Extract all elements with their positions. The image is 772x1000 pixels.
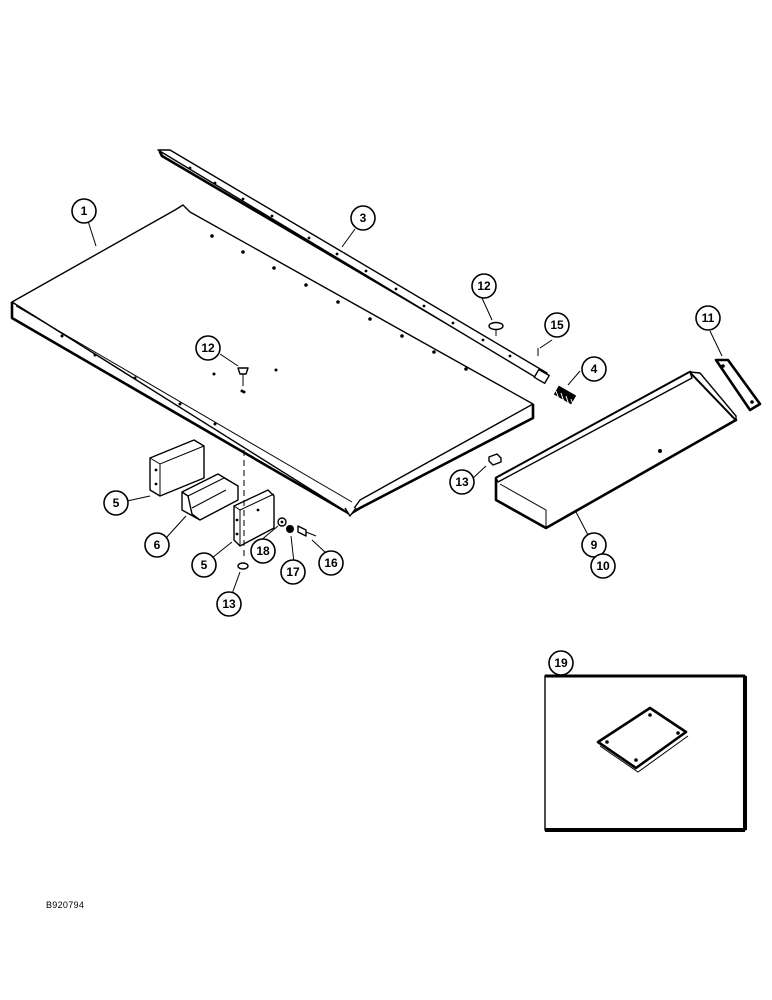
callout-5-upper: 5 [103,490,129,516]
callout-13-right-label: 13 [455,475,469,489]
callout-5-lower-label: 5 [201,558,208,572]
callout-10-label: 10 [596,559,610,573]
spring-part-4 [553,385,577,411]
washer-part-18 [277,517,287,527]
callout-13-lower-label: 13 [222,597,236,611]
callout-6-label: 6 [154,538,161,552]
callout-10: 10 [590,553,616,579]
callout-5-upper-label: 5 [113,496,120,510]
leader-lines [87,220,723,595]
callout-13-lower: 13 [216,591,242,617]
callout-12-center-label: 12 [201,341,215,355]
callout-9-label: 9 [591,538,598,552]
callout-12-center: 12 [195,335,221,361]
panel-part-1 [10,204,535,517]
reference-code: B920794 [46,900,85,910]
bracket-part-5-upper [149,439,205,497]
shield-part-9-10 [494,370,738,530]
callout-16: 16 [318,550,344,576]
callout-16-label: 16 [324,556,338,570]
nut-part-13-right [488,453,502,466]
bolt-part-12-upper [488,321,504,336]
callout-12-upper: 12 [471,273,497,299]
callout-18: 18 [250,538,276,564]
callout-3-label: 3 [360,211,367,225]
nut-part-13-lower [237,562,249,570]
callout-17: 17 [280,559,306,585]
lockwasher-part-17 [286,525,294,533]
callout-3: 3 [350,205,376,231]
callout-17-label: 17 [286,565,300,579]
callout-5-lower: 5 [191,552,217,578]
callout-11: 11 [695,305,721,331]
inset-box-part-19 [544,674,747,832]
bracket-part-11 [714,358,762,412]
callout-4: 4 [581,356,607,382]
callout-6: 6 [144,532,170,558]
callout-4-label: 4 [591,362,598,376]
channel-part-6 [181,473,239,521]
callout-1: 1 [71,198,97,224]
bolt-part-16 [297,525,317,537]
callout-15-label: 15 [550,318,564,332]
strip-holes [188,166,512,358]
callout-1-label: 1 [81,204,88,218]
callout-11-label: 11 [702,311,715,325]
callout-13-right: 13 [449,469,475,495]
callout-18-label: 18 [256,544,270,558]
callout-19: 19 [548,650,574,676]
callout-15: 15 [544,312,570,338]
pad-part-19 [596,706,689,773]
strip-part-3 [157,149,550,385]
callout-12-upper-label: 12 [477,279,491,293]
panel-holes [60,234,468,426]
bolt-part-12-center [237,367,249,393]
bracket-part-5-lower [233,489,275,547]
callout-19-label: 19 [554,656,568,670]
